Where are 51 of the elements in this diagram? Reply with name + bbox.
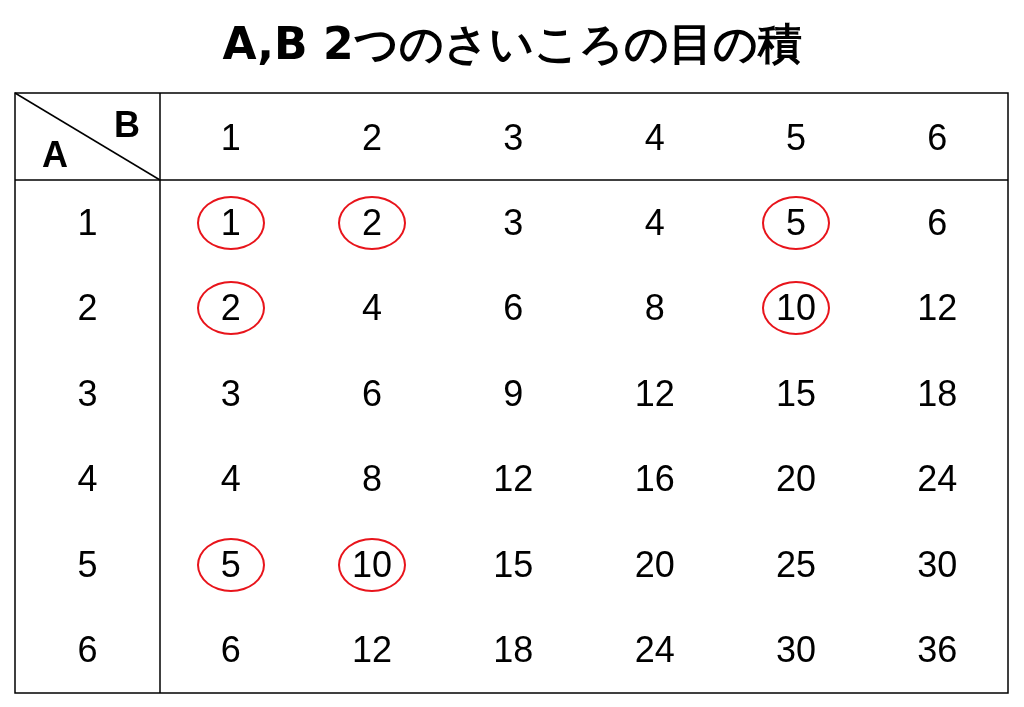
row-header: 4 bbox=[77, 461, 98, 498]
circled-number: 10 bbox=[338, 537, 406, 592]
product-value: 4 bbox=[362, 290, 382, 327]
row-header: 3 bbox=[77, 375, 98, 412]
product-value: 9 bbox=[503, 375, 524, 412]
row-header: 5 bbox=[77, 546, 98, 583]
product-value: 18 bbox=[493, 632, 534, 669]
circled-number: 10 bbox=[762, 281, 830, 336]
title: A,B 2つのさいころの目の積 bbox=[221, 18, 803, 71]
product-value: 8 bbox=[362, 461, 382, 498]
circled-number: 5 bbox=[196, 537, 265, 592]
product-value: 16 bbox=[634, 461, 675, 498]
product-value: 30 bbox=[917, 546, 958, 583]
column-header: 2 bbox=[362, 119, 382, 156]
circled-number: 1 bbox=[196, 195, 265, 250]
product-value: 20 bbox=[634, 546, 675, 583]
product-value: 12 bbox=[917, 290, 958, 327]
product-value: 36 bbox=[917, 632, 958, 669]
product-value: 24 bbox=[634, 632, 675, 669]
product-value: 20 bbox=[776, 461, 816, 498]
product-value: 6 bbox=[362, 375, 382, 412]
product-value: 3 bbox=[220, 375, 241, 412]
row-header: 6 bbox=[77, 632, 98, 669]
column-header: 6 bbox=[927, 119, 948, 156]
column-header: 1 bbox=[220, 119, 241, 156]
row-header: 1 bbox=[77, 204, 98, 241]
axis-label: B bbox=[114, 107, 140, 143]
circled-number: 5 bbox=[762, 195, 830, 250]
column-header: 3 bbox=[503, 119, 524, 156]
column-header: 4 bbox=[644, 119, 665, 156]
product-value: 4 bbox=[644, 204, 665, 241]
product-value: 12 bbox=[493, 461, 534, 498]
row-header: 2 bbox=[77, 290, 98, 327]
product-value: 12 bbox=[352, 632, 392, 669]
product-value: 30 bbox=[776, 632, 816, 669]
product-value: 12 bbox=[634, 375, 675, 412]
product-value: 25 bbox=[776, 546, 816, 583]
product-value: 8 bbox=[644, 290, 665, 327]
product-value: 4 bbox=[220, 461, 241, 498]
product-value: 3 bbox=[503, 204, 524, 241]
product-value: 6 bbox=[503, 290, 524, 327]
product-value: 15 bbox=[493, 546, 534, 583]
product-value: 6 bbox=[927, 204, 948, 241]
product-value: 15 bbox=[776, 375, 816, 412]
product-value: 6 bbox=[220, 632, 241, 669]
axis-label: A bbox=[42, 137, 68, 173]
circled-number: 2 bbox=[338, 195, 406, 250]
column-header: 5 bbox=[786, 119, 806, 156]
circled-number: 2 bbox=[196, 281, 265, 336]
product-value: 18 bbox=[917, 375, 958, 412]
product-value: 24 bbox=[917, 461, 958, 498]
